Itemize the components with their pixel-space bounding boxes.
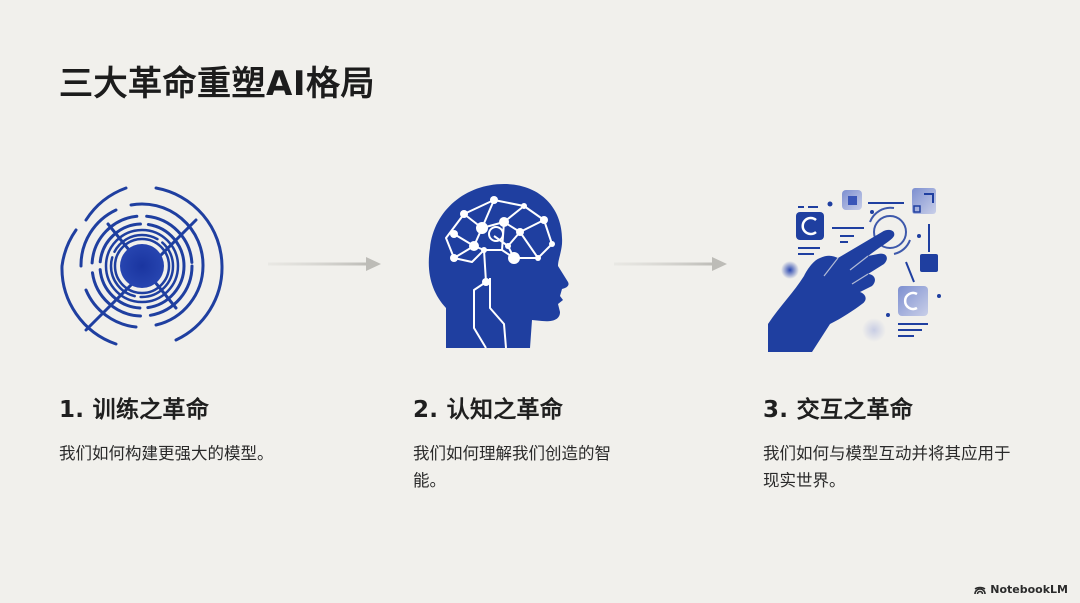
step-2-description: 我们如何理解我们创造的智能。 bbox=[413, 444, 611, 490]
arrow-right-icon bbox=[614, 254, 728, 278]
step-3-description: 我们如何与模型互动并将其应用于现实世界。 bbox=[763, 444, 1011, 490]
concentric-rings-icon bbox=[56, 180, 228, 352]
step-1: 1. 训练之革命 我们如何构建更强大的模型。 bbox=[59, 390, 359, 467]
arrow-right-icon bbox=[268, 254, 382, 278]
notebooklm-brand: NotebookLM bbox=[974, 583, 1068, 596]
step-3-heading: 3. 交互之革命 bbox=[763, 397, 914, 423]
brain-network-head-icon bbox=[424, 178, 570, 350]
step-2-heading: 2. 认知之革命 bbox=[413, 397, 564, 423]
notebooklm-logo-icon bbox=[974, 586, 987, 594]
slide-title: 三大革命重塑AI格局 bbox=[59, 64, 375, 104]
step-2: 2. 认知之革命 我们如何理解我们创造的智能。 bbox=[413, 390, 643, 494]
step-1-heading: 1. 训练之革命 bbox=[59, 397, 210, 423]
hand-touch-interface-icon bbox=[764, 182, 944, 352]
step-1-description: 我们如何构建更强大的模型。 bbox=[59, 444, 274, 463]
step-3: 3. 交互之革命 我们如何与模型互动并将其应用于现实世界。 bbox=[763, 390, 1013, 494]
brand-label: NotebookLM bbox=[990, 583, 1068, 596]
